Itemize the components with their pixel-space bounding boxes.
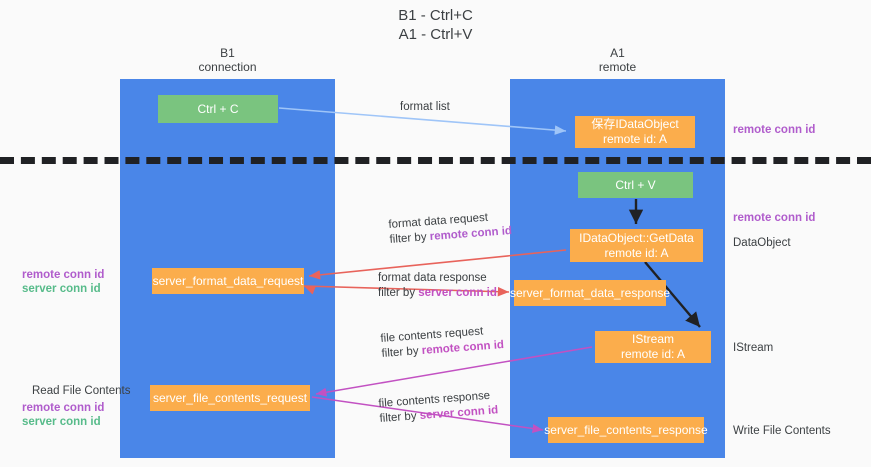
annotation-remote-conn-id-left-2: remote conn id	[22, 402, 105, 414]
column-header-b1-name: B1	[220, 46, 235, 60]
annotation-istream: IStream	[733, 342, 774, 354]
edge-label-format-data-response: format data response filter by server co…	[378, 271, 497, 301]
edge-label-format-list-text: format list	[400, 101, 450, 113]
annotation-remote-conn-id-mid: remote conn id	[733, 212, 816, 224]
node-istream-line1: IStream	[631, 332, 674, 346]
column-header-b1: B1 connection	[120, 46, 335, 74]
edge-label-format-data-response-filter: filter by server conn id	[378, 286, 497, 301]
annotation-server-conn-id-left-2: server conn id	[22, 416, 101, 428]
title-line-2: A1 - Ctrl+V	[398, 26, 473, 43]
annotation-write-file-contents: Write File Contents	[733, 425, 831, 437]
filter-prefix: filter by	[379, 410, 421, 425]
annotation-dataobject: DataObject	[733, 237, 791, 249]
node-server-file-contents-request-label: server_file_contents_request	[152, 390, 308, 405]
annotation-remote-conn-id-left: remote conn id	[22, 269, 105, 281]
annotation-conn-id-pair-top: remote conn id server conn id	[22, 268, 104, 296]
column-header-a1: A1 remote	[510, 46, 725, 74]
edge-label-format-data-response-title: format data response	[378, 272, 487, 284]
filter-prefix: filter by	[381, 345, 423, 360]
node-server-format-data-response[interactable]: server_format_data_response	[510, 280, 670, 306]
node-server-format-data-response-label: server_format_data_response	[509, 285, 671, 300]
annotation-conn-id-pair-bottom: remote conn id server conn id	[22, 401, 104, 429]
node-store-idataobject-line1: 保存IDataObject	[591, 117, 679, 131]
edge-label-file-contents-response: file contents response filter by server …	[378, 388, 499, 427]
node-ctrl-v-label: Ctrl + V	[615, 177, 656, 192]
node-ctrl-v[interactable]: Ctrl + V	[578, 172, 693, 198]
node-store-idataobject-line2: remote id: A	[602, 132, 668, 146]
annotation-read-file-contents: Read File Contents	[32, 385, 131, 397]
diagram-title: B1 - Ctrl+C A1 - Ctrl+V	[0, 6, 871, 44]
node-idataobject-getdata-line1: IDataObject::GetData	[579, 230, 694, 245]
edge-label-file-contents-request: file contents request filter by remote c…	[380, 323, 505, 362]
node-store-idataobject[interactable]: 保存IDataObject remote id: A	[575, 116, 695, 148]
node-server-format-data-request[interactable]: server_format_data_request	[152, 268, 304, 294]
node-ctrl-c-label: Ctrl + C	[197, 101, 239, 116]
node-istream[interactable]: IStream remote id: A	[595, 331, 711, 363]
node-server-format-data-request-label: server_format_data_request	[152, 273, 304, 288]
node-server-file-contents-request[interactable]: server_file_contents_request	[150, 385, 310, 411]
node-idataobject-getdata[interactable]: IDataObject::GetData remote id: A	[570, 229, 703, 262]
section-divider	[0, 157, 871, 164]
column-header-a1-role: remote	[598, 60, 637, 74]
filter-prefix: filter by	[378, 287, 419, 299]
filter-key-server-conn-id: server conn id	[418, 287, 497, 299]
title-line-1: B1 - Ctrl+C	[398, 7, 473, 24]
annotation-remote-conn-id-top: remote conn id	[733, 124, 816, 136]
column-header-b1-role: connection	[198, 60, 257, 74]
filter-prefix: filter by	[389, 231, 431, 246]
node-ctrl-c[interactable]: Ctrl + C	[158, 95, 278, 123]
column-header-a1-name: A1	[610, 46, 625, 60]
node-server-file-contents-response-label: server_file_contents_response	[544, 422, 708, 437]
node-server-file-contents-response[interactable]: server_file_contents_response	[544, 417, 708, 443]
node-istream-line2: remote id: A	[620, 347, 686, 361]
annotation-server-conn-id-left: server conn id	[22, 283, 101, 295]
node-idataobject-getdata-line2: remote id: A	[604, 245, 669, 260]
edge-label-format-data-request: format data request filter by remote con…	[388, 209, 513, 248]
edge-label-format-list: format list	[400, 100, 450, 115]
